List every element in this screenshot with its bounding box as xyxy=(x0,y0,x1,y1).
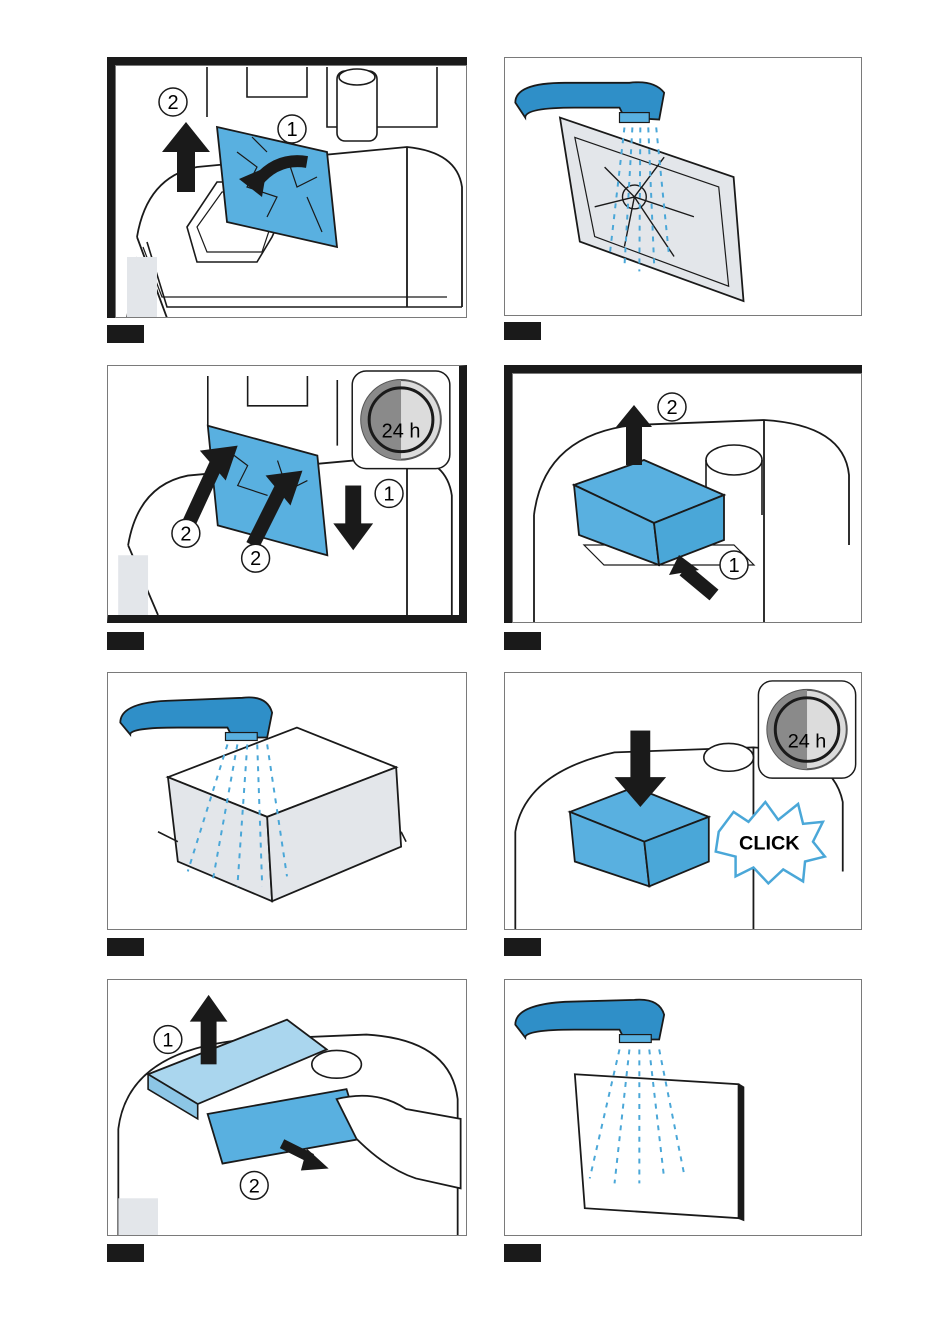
callout-2: 2 xyxy=(249,1175,260,1197)
step-panel-8 xyxy=(504,979,862,1236)
illustration-insert-exhaust-filter: CLICK 24 h xyxy=(505,673,861,929)
step-panel-4: 2 1 xyxy=(504,365,862,623)
step-tag-5 xyxy=(107,938,144,956)
callout-1: 1 xyxy=(162,1029,173,1051)
step-tag-3 xyxy=(107,632,144,650)
step-tag-6 xyxy=(504,938,541,956)
illustration-remove-dust-filter: 2 1 xyxy=(107,57,467,318)
step-panel-2 xyxy=(504,57,862,316)
callout-2: 2 xyxy=(167,92,178,114)
callout-2: 2 xyxy=(666,397,677,419)
illustration-remove-motor-filter: 1 2 xyxy=(108,980,466,1235)
illustration-rinse-exhaust-filter xyxy=(108,673,466,929)
illustration-insert-dust-filter: 1 2 2 24 h xyxy=(108,366,459,615)
step-panel-5 xyxy=(107,672,467,930)
step-tag-2 xyxy=(504,322,541,340)
callout-2: 2 xyxy=(180,523,191,545)
illustration-rinse-motor-filter xyxy=(505,980,861,1235)
step-panel-6: CLICK 24 h xyxy=(504,672,862,930)
step-tag-4 xyxy=(504,632,541,650)
illustration-remove-exhaust-filter: 2 1 xyxy=(504,365,862,623)
timer-label: 24 h xyxy=(382,421,421,443)
illustration-rinse-dust-filter xyxy=(505,58,861,315)
callout-1: 1 xyxy=(286,119,297,141)
step-panel-1: 2 1 xyxy=(107,57,467,318)
step-panel-3: 1 2 2 24 h xyxy=(107,365,467,623)
timer-label: 24 h xyxy=(788,730,827,752)
callout-1: 1 xyxy=(384,483,395,505)
click-label: CLICK xyxy=(739,833,800,855)
step-tag-8 xyxy=(504,1244,541,1262)
step-panel-7: 1 2 xyxy=(107,979,467,1236)
callout-2b: 2 xyxy=(250,548,261,570)
step-tag-1 xyxy=(107,325,144,343)
step-tag-7 xyxy=(107,1244,144,1262)
callout-1: 1 xyxy=(728,555,739,577)
